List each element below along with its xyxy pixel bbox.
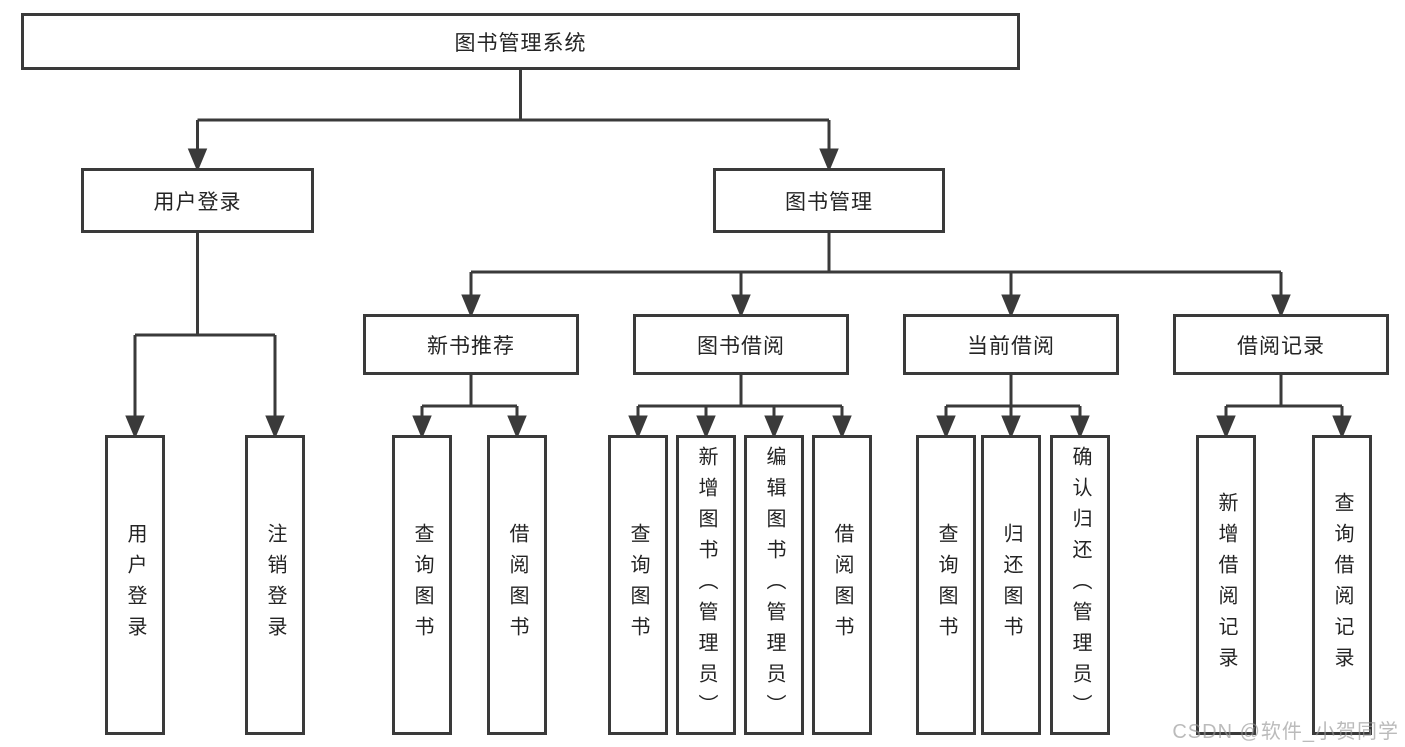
trunk-borrow-records xyxy=(1226,375,1342,408)
node-borrowing-records: 借阅记录 xyxy=(1173,314,1389,375)
node-leaf-query-borrow-record: 查询借阅记录 xyxy=(1312,435,1372,735)
node-leaf-borrow-books-1: 借阅图书 xyxy=(487,435,547,735)
node-label: 用户登录 xyxy=(124,523,146,647)
node-label: 当前借阅 xyxy=(967,334,1055,358)
node-label: 图书管理系统 xyxy=(454,31,587,55)
node-new-book-recommend: 新书推荐 xyxy=(363,314,579,375)
node-leaf-query-books-3: 查询图书 xyxy=(916,435,976,735)
node-label: 图书借阅 xyxy=(697,334,785,358)
node-label: 新增图书（管理员） xyxy=(695,445,717,725)
node-label: 注销登录 xyxy=(264,523,286,647)
node-leaf-return-books: 归还图书 xyxy=(981,435,1041,735)
node-label: 借阅图书 xyxy=(831,523,853,647)
node-label: 查询图书 xyxy=(411,523,433,647)
node-label: 借阅图书 xyxy=(506,523,528,647)
node-leaf-add-books-admin: 新增图书（管理员） xyxy=(676,435,736,735)
trunk-user-login xyxy=(135,233,275,337)
trunk-book-borrow xyxy=(638,375,842,408)
node-label: 借阅记录 xyxy=(1237,334,1325,358)
node-book-borrowing: 图书借阅 xyxy=(633,314,849,375)
arrowheads xyxy=(125,120,1352,439)
node-label: 新增借阅记录 xyxy=(1215,492,1237,678)
node-label: 确认归还（管理员） xyxy=(1069,445,1091,725)
node-leaf-borrow-books-2: 借阅图书 xyxy=(812,435,872,735)
node-label: 查询借阅记录 xyxy=(1331,492,1353,678)
node-label: 新书推荐 xyxy=(427,334,515,358)
node-label: 图书管理 xyxy=(785,190,873,214)
node-leaf-edit-books-admin: 编辑图书（管理员） xyxy=(744,435,804,735)
node-current-borrowing: 当前借阅 xyxy=(903,314,1119,375)
node-leaf-logout: 注销登录 xyxy=(245,435,305,735)
node-book-management-branch: 图书管理 xyxy=(713,168,945,233)
node-leaf-query-books-1: 查询图书 xyxy=(392,435,452,735)
node-leaf-user-login: 用户登录 xyxy=(105,435,165,735)
trunk-book-management xyxy=(471,233,1281,274)
node-label: 查询图书 xyxy=(935,523,957,647)
node-leaf-query-books-2: 查询图书 xyxy=(608,435,668,735)
node-label: 编辑图书（管理员） xyxy=(763,445,785,725)
node-label: 归还图书 xyxy=(1000,523,1022,647)
trunk-root xyxy=(197,70,829,122)
csdn-watermark: CSDN @软件_小贺同学 xyxy=(1172,721,1399,743)
node-label: 用户登录 xyxy=(153,190,242,214)
node-library-management-system: 图书管理系统 xyxy=(21,13,1020,70)
node-user-login-branch: 用户登录 xyxy=(81,168,314,233)
trunk-new-books xyxy=(422,375,517,408)
node-leaf-confirm-return-admin: 确认归还（管理员） xyxy=(1050,435,1110,735)
node-leaf-add-borrow-record: 新增借阅记录 xyxy=(1196,435,1256,735)
trunk-current-borrow xyxy=(946,375,1080,408)
node-label: 查询图书 xyxy=(627,523,649,647)
